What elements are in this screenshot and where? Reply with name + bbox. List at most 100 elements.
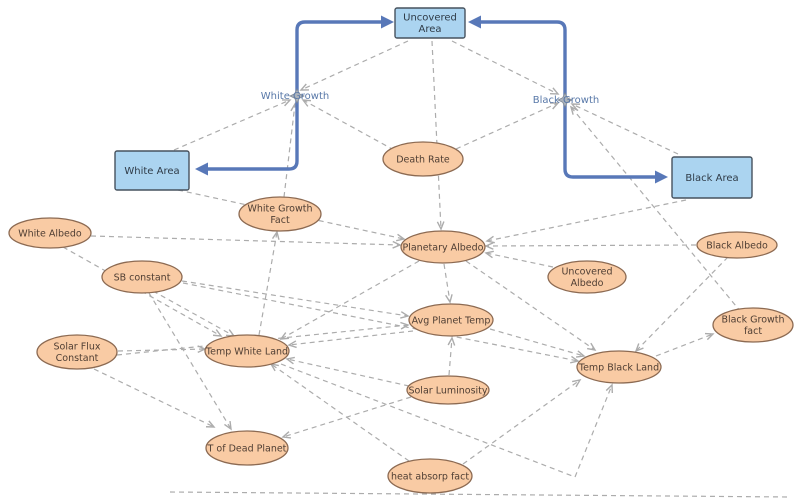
connector-solar-luminosity-to-t-of-dead-planet[interactable] <box>281 396 412 439</box>
flow-arrowhead-icon <box>381 15 394 29</box>
valve-icon[interactable] <box>557 92 573 108</box>
converter-t-of-dead-planet[interactable]: T of Dead Planet <box>205 430 289 466</box>
connector-planetary-albedo-to-temp-white-land[interactable] <box>279 260 420 340</box>
link-arrowhead-icon <box>447 336 456 346</box>
flow-arrowhead-icon <box>195 162 208 176</box>
connector-white-area-to-white-growth[interactable] <box>173 99 292 151</box>
connector-heat-absorp-fact-to-temp-black-land[interactable] <box>462 378 582 465</box>
connector-black-area-to-planetary-albedo[interactable] <box>485 199 687 244</box>
converter-label: heat absorp fact <box>391 472 469 483</box>
link-arrowhead-icon <box>285 356 295 365</box>
link-arrowhead-icon <box>396 233 406 242</box>
converter-label: Temp White Land <box>205 347 288 358</box>
connector-black-albedo-to-planetary-albedo[interactable] <box>484 242 697 250</box>
converter-sb-constant[interactable]: SB constant <box>101 260 183 294</box>
stock-white-area[interactable]: White Area <box>114 150 190 191</box>
converter-solar-luminosity[interactable]: Solar Luminosity <box>406 375 490 405</box>
flow-white-growth[interactable]: White Growth <box>195 15 394 176</box>
connector-sb-constant-to-avg-planet-temp[interactable] <box>181 280 410 319</box>
converter-label: Temp Black Land <box>578 363 659 374</box>
converter-death-rate[interactable]: Death Rate <box>382 141 464 177</box>
link-arrowhead-icon <box>299 83 310 91</box>
connector-solar-flux-constant-to-t-of-dead-planet[interactable] <box>93 368 216 428</box>
converter-label: T of Dead Planet <box>207 444 287 455</box>
link-arrowhead-icon <box>224 420 232 431</box>
flow-arrowhead-icon <box>655 170 668 184</box>
connector-planetary-albedo-to-avg-planet-temp[interactable] <box>443 263 453 304</box>
flow-label: Black Growth <box>533 95 599 106</box>
link-arrowhead-icon <box>575 350 586 358</box>
link-arrowhead-icon <box>485 235 495 244</box>
link-arrowhead-icon <box>570 355 580 364</box>
link-arrowhead-icon <box>587 342 597 351</box>
connector-white-albedo-to-planetary-albedo[interactable] <box>90 235 402 249</box>
link-arrowhead-icon <box>549 87 560 95</box>
stock-black-area[interactable]: Black Area <box>671 156 753 199</box>
stock-label: White Area <box>124 166 179 177</box>
connector-temp-white-land-to-white-growth-fact[interactable] <box>258 230 280 336</box>
connector-solar-luminosity-to-temp-white-land[interactable] <box>285 356 410 387</box>
link-arrowhead-icon <box>281 99 292 107</box>
link-arrowhead-icon <box>484 250 494 259</box>
converter-temp-white-land[interactable]: Temp White Land <box>204 334 290 368</box>
link-arrowhead-icon <box>605 383 614 394</box>
link-arrowhead-icon <box>549 102 560 110</box>
link-arrowhead-icon <box>301 99 312 107</box>
connector-avg-planet-temp-to-temp-white-land[interactable] <box>287 330 414 349</box>
connector-sb-constant-to-temp-black-land[interactable] <box>182 282 580 364</box>
connector-solar-luminosity-to-avg-planet-temp[interactable] <box>447 336 456 376</box>
converter-label: Black Albedo <box>706 241 768 252</box>
connector-bottom-left-to-bottom-right[interactable] <box>169 491 791 498</box>
connector-uncovered-area-to-white-growth[interactable] <box>299 40 409 91</box>
connector-planetary-albedo-to-temp-black-land[interactable] <box>465 260 597 351</box>
link-arrowhead-icon <box>634 343 644 353</box>
link-arrowhead-icon <box>212 329 223 337</box>
connector-black-area-to-black-growth[interactable] <box>570 103 679 155</box>
converter-label: Death Rate <box>396 155 450 166</box>
converter-heat-absorp-fact[interactable]: heat absorp fact <box>387 458 473 494</box>
connector-sb-constant-to-t-of-dead-planet[interactable] <box>148 292 232 431</box>
connector-sb-constant-to-temp-white-land[interactable] <box>152 290 236 337</box>
converter-avg-planet-temp[interactable]: Avg Planet Temp <box>408 303 494 337</box>
link-arrowhead-icon <box>436 221 445 231</box>
connector-uncovered-albedo-to-planetary-albedo[interactable] <box>484 250 554 268</box>
stock-label: Black Area <box>685 173 738 184</box>
connector-temp-white-land-to-temp-black-land[interactable] <box>280 363 614 478</box>
link-arrowhead-icon <box>287 340 297 349</box>
connector-avg-planet-temp-to-temp-black-land[interactable] <box>489 328 586 358</box>
link-arrowhead-icon <box>400 311 410 319</box>
link-arrowhead-icon <box>281 431 292 439</box>
converter-label: Planetary Albedo <box>402 243 483 254</box>
connector-white-area-to-planetary-albedo[interactable] <box>177 189 406 242</box>
connector-uncovered-area-to-black-growth[interactable] <box>451 40 560 95</box>
link-arrowhead-icon <box>572 378 582 388</box>
converter-black-albedo[interactable]: Black Albedo <box>696 231 778 259</box>
connector-black-albedo-to-temp-black-land[interactable] <box>634 256 729 353</box>
link-arrowhead-icon <box>279 332 290 340</box>
flow-black-growth[interactable]: Black Growth <box>468 15 668 184</box>
connector-uncovered-area-to-planetary-albedo[interactable] <box>431 40 445 231</box>
connector-black-growth-fact-to-black-growth[interactable] <box>569 105 742 313</box>
connector-death-rate-to-white-growth[interactable] <box>301 99 395 151</box>
converter-white-albedo[interactable]: White Albedo <box>8 217 92 249</box>
valve-icon[interactable] <box>289 88 305 104</box>
connector-death-rate-to-black-growth[interactable] <box>455 102 560 150</box>
converter-label: Solar Luminosity <box>408 386 487 397</box>
link-arrowhead-icon <box>392 240 402 249</box>
converter-temp-black-land[interactable]: Temp Black Land <box>576 350 662 384</box>
connector-heat-absorp-fact-to-temp-white-land[interactable] <box>269 363 410 462</box>
link-arrowhead-icon <box>400 321 410 330</box>
connector-temp-black-land-to-black-growth-fact[interactable] <box>655 332 715 357</box>
converter-planetary-albedo[interactable]: Planetary Albedo <box>400 230 486 264</box>
